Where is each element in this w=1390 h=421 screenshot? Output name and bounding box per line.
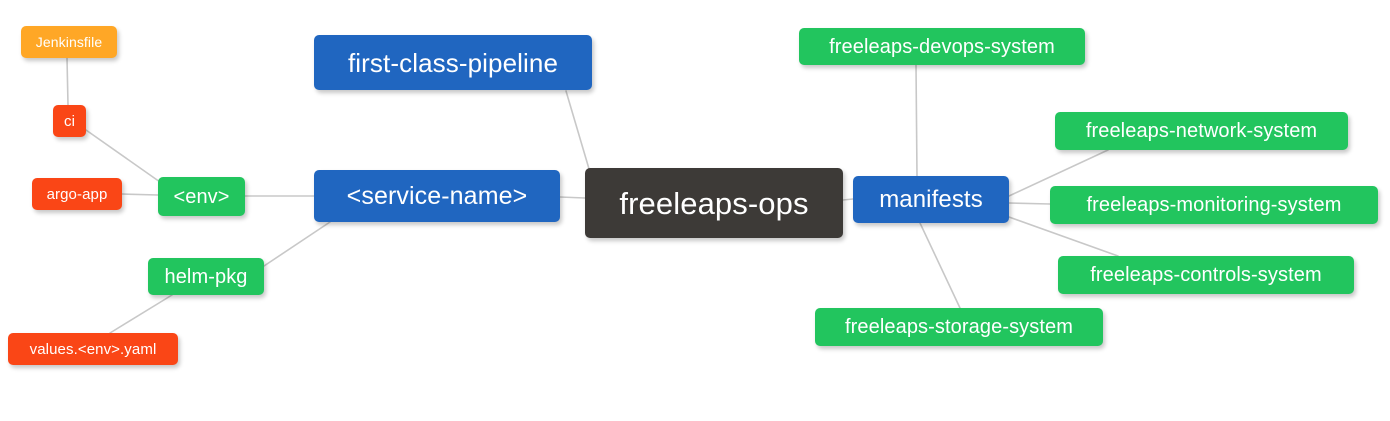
node-helm-pkg[interactable]: helm-pkg [148, 258, 264, 295]
edge-service-helm [263, 221, 331, 267]
edge-env-argo [121, 193, 159, 196]
node-freeleaps-controls-system[interactable]: freeleaps-controls-system [1058, 256, 1354, 294]
edge-ops-service [559, 196, 586, 199]
node-label-freeleaps-storage-system: freeleaps-storage-system [844, 316, 1074, 338]
edge-manifests-monitoring [1008, 202, 1051, 205]
node-label-freeleaps-monitoring-system: freeleaps-monitoring-system [1086, 194, 1342, 216]
node-label-freeleaps-ops: freeleaps-ops [619, 185, 809, 221]
edge-helm-values [109, 294, 173, 334]
node-label-service-name: <service-name> [346, 181, 528, 210]
edge-ops-pipeline [565, 90, 593, 180]
node-env[interactable]: <env> [158, 177, 245, 216]
node-freeleaps-network-system[interactable]: freeleaps-network-system [1055, 112, 1348, 150]
edge-manifests-devops [915, 64, 918, 177]
node-label-jenkinsfile: Jenkinsfile [35, 34, 103, 50]
node-label-freeleaps-controls-system: freeleaps-controls-system [1090, 264, 1322, 286]
edge-env-ci [85, 129, 161, 183]
node-label-argo-app: argo-app [46, 185, 108, 203]
node-service-name[interactable]: <service-name> [314, 170, 560, 222]
node-label-first-class-pipeline: first-class-pipeline [347, 47, 559, 78]
node-label-values-env-yaml: values.<env>.yaml [29, 340, 157, 358]
node-jenkinsfile[interactable]: Jenkinsfile [21, 26, 117, 58]
node-freeleaps-devops-system[interactable]: freeleaps-devops-system [799, 28, 1085, 65]
node-label-manifests: manifests [879, 185, 983, 213]
node-freeleaps-monitoring-system[interactable]: freeleaps-monitoring-system [1050, 186, 1378, 224]
node-first-class-pipeline[interactable]: first-class-pipeline [314, 35, 592, 90]
node-freeleaps-storage-system[interactable]: freeleaps-storage-system [815, 308, 1103, 346]
node-label-env: <env> [173, 185, 230, 208]
edge-ci-jenkinsfile [66, 57, 69, 106]
node-label-freeleaps-network-system: freeleaps-network-system [1085, 120, 1318, 142]
node-label-freeleaps-devops-system: freeleaps-devops-system [829, 35, 1055, 58]
node-argo-app[interactable]: argo-app [32, 178, 122, 210]
node-manifests[interactable]: manifests [853, 176, 1009, 223]
node-label-ci: ci [63, 112, 76, 130]
edge-manifests-storage [919, 222, 961, 309]
edge-ops-manifests [842, 198, 854, 201]
node-label-helm-pkg: helm-pkg [164, 265, 248, 288]
node-freeleaps-ops[interactable]: freeleaps-ops [585, 168, 843, 238]
node-ci[interactable]: ci [53, 105, 86, 137]
node-values-env-yaml[interactable]: values.<env>.yaml [8, 333, 178, 365]
